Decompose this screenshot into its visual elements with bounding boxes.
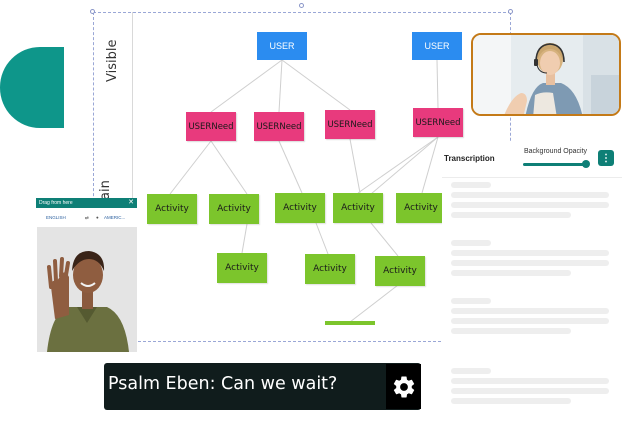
transcript-skeleton-line [451, 308, 609, 314]
transcript-skeleton-line [451, 260, 609, 266]
connector [421, 136, 439, 194]
transcript-skeleton-line [451, 368, 491, 374]
transcription-panel-header: Transcription Background Opacity ⋮ [442, 142, 622, 178]
resize-handle-top-left[interactable] [90, 9, 95, 14]
transcript-skeleton-line [451, 270, 571, 276]
transcript-skeleton-line [451, 388, 609, 394]
participant-video-frame [473, 35, 619, 114]
kebab-icon: ⋮ [601, 152, 611, 164]
connector [349, 138, 361, 194]
transcript-skeleton-line [451, 328, 571, 334]
activity-node[interactable]: Activity [375, 256, 425, 286]
person-icon: ● [96, 215, 99, 220]
activity-node[interactable]: Activity [396, 193, 446, 223]
activity-node[interactable]: Activity [333, 193, 383, 223]
connector [436, 59, 439, 109]
kebab-menu-button[interactable]: ⋮ [598, 150, 614, 166]
transcript-skeleton-line [451, 240, 491, 246]
connector [169, 140, 212, 195]
interpreter-drag-handle[interactable]: Drag from here ✕ [36, 198, 137, 208]
transcript-skeleton-line [451, 182, 491, 188]
caption-settings-button[interactable] [386, 364, 421, 409]
user-node[interactable]: USER [412, 32, 462, 60]
activity-node[interactable]: Activity [209, 194, 259, 224]
connector [370, 222, 399, 257]
transcript-skeleton-line [451, 318, 609, 324]
connector [281, 59, 351, 111]
activity-node[interactable]: Activity [275, 193, 325, 223]
activity-node-cutoff [325, 321, 375, 325]
interpreter-drag-label: Drag from here [39, 200, 73, 206]
resize-handle-top-right[interactable] [508, 9, 513, 14]
activity-node[interactable]: Activity [217, 253, 267, 283]
connector [210, 140, 248, 195]
teal-decorative-shape [0, 47, 64, 128]
transcript-skeleton-line [451, 202, 609, 208]
background-opacity-slider[interactable] [523, 163, 585, 166]
activity-node[interactable]: Activity [147, 194, 197, 224]
transcript-skeleton-line [451, 250, 609, 256]
interpreter-video-frame [37, 227, 137, 352]
transcript-skeleton-line [451, 212, 571, 218]
connector [357, 136, 439, 194]
transcription-panel: Transcription Background Opacity ⋮ [442, 142, 622, 441]
user-node[interactable]: USER [257, 32, 307, 60]
caption-text: Psalm Eben: Can we wait? [108, 374, 338, 394]
transcript-skeleton-line [451, 378, 609, 384]
background-opacity-label: Background Opacity [524, 148, 588, 155]
transcript-skeleton-line [451, 298, 491, 304]
connector [241, 223, 248, 254]
transcript-skeleton-line [451, 192, 609, 198]
connector [210, 59, 283, 113]
interpreter-language-row: ENGLISH ⇄ ● AMERIC... [36, 212, 137, 224]
source-language-select[interactable]: ENGLISH [46, 215, 66, 220]
sign-language-interpreter-window[interactable]: Drag from here ✕ ENGLISH ⇄ ● AMERIC... [36, 198, 137, 353]
background-opacity-slider-thumb[interactable] [582, 160, 590, 168]
interpreter-video [37, 227, 137, 352]
target-language-select[interactable]: AMERIC... [104, 215, 126, 220]
swimlane-divider [132, 12, 133, 202]
close-icon[interactable]: ✕ [128, 199, 134, 206]
connector [370, 136, 439, 195]
transcript-skeleton-line [451, 398, 571, 404]
connector [315, 222, 329, 255]
participant-video[interactable] [471, 33, 621, 116]
connector [278, 140, 303, 194]
swap-icon[interactable]: ⇄ [85, 215, 89, 220]
transcription-title: Transcription [444, 154, 495, 163]
rotate-handle[interactable] [299, 3, 304, 8]
connector [349, 284, 399, 323]
live-caption-bar: Psalm Eben: Can we wait? [104, 363, 421, 410]
gear-icon [393, 376, 414, 397]
activity-node[interactable]: Activity [305, 254, 355, 284]
connector [278, 59, 283, 113]
